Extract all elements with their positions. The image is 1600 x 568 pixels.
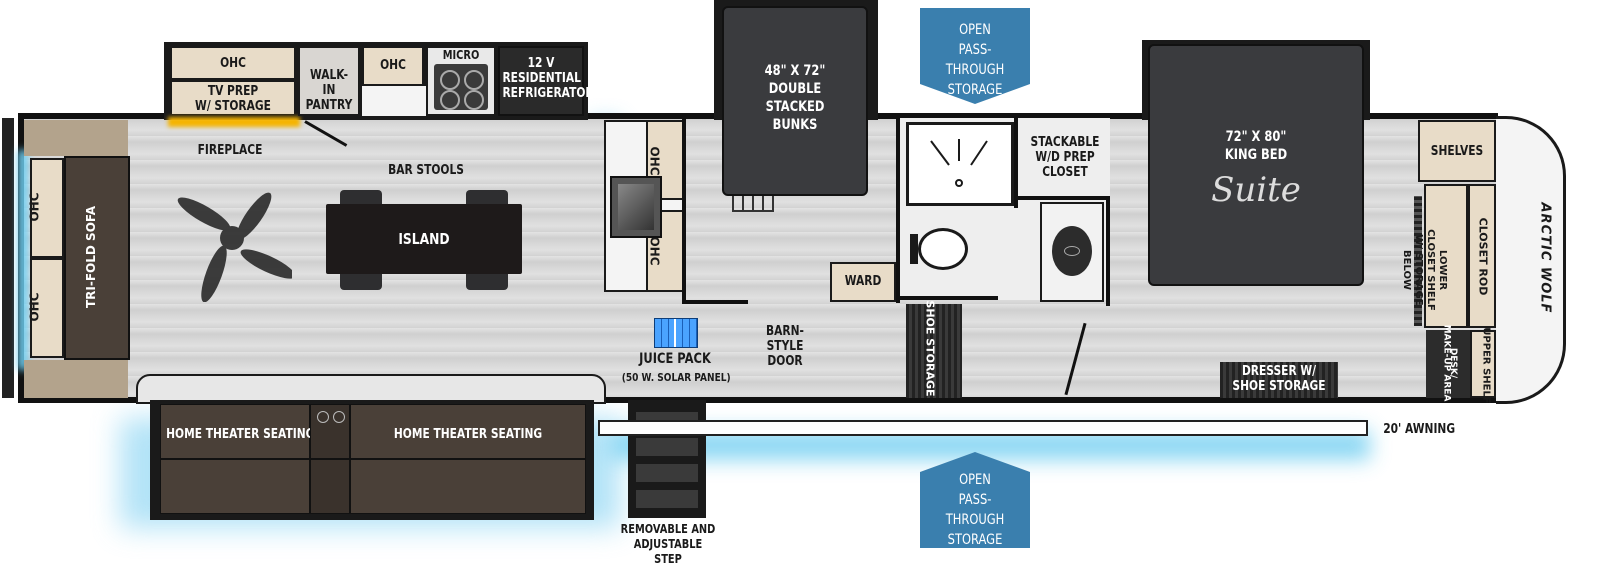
bunk-wall-bottom	[682, 300, 748, 304]
rear-bumper	[2, 118, 14, 398]
island-label: ISLAND	[398, 230, 450, 248]
ohc-label: OHC	[27, 192, 42, 222]
micro-label: MICRO	[442, 48, 480, 62]
front-cap	[1496, 116, 1566, 404]
open-storage-top-sign	[920, 8, 1030, 104]
rear-endcap-bottom	[24, 360, 128, 398]
kitchen-sink-icon	[610, 176, 662, 238]
bar-stool	[466, 274, 508, 290]
micro-cooktop: MICRO	[426, 46, 496, 116]
ohc-label: OHC	[27, 292, 42, 322]
king-bed: 72" x 80" KING BED Suite	[1148, 44, 1364, 286]
ohc-label: OHC	[220, 56, 246, 71]
vanity-wall	[1106, 196, 1110, 306]
wall-top-left	[20, 113, 168, 119]
tri-fold-sofa-label: TRI-FOLD SOFA	[84, 205, 99, 309]
ohc-tv-top: OHC	[170, 46, 296, 80]
solar-panel-label: (50 W. SOLAR PANEL)	[621, 371, 731, 384]
entry-step	[628, 400, 706, 518]
fireplace-glow	[168, 117, 300, 127]
closet-rod: CLOSET ROD	[1468, 184, 1496, 328]
step-label: REMOVABLE AND ADJUSTABLE STEP	[620, 522, 716, 566]
shower	[906, 122, 1014, 206]
fireplace-label: FIREPLACE	[197, 143, 263, 158]
ohc-kitchen: OHC	[362, 46, 424, 86]
bath-wall-right	[1014, 118, 1018, 208]
wall-bottom	[20, 397, 1498, 403]
ohc-label: OHC	[380, 58, 406, 73]
stackable-label: STACKABLE W/D PREP CLOSET	[1030, 135, 1100, 180]
king-bed-label: 72" x 80" KING BED	[1224, 129, 1288, 163]
brand-logo: ARCTIC WOLF	[1537, 202, 1553, 314]
wall-top-right	[1368, 113, 1498, 119]
bath-wall-bottom	[900, 296, 998, 300]
closet-rod-label: CLOSET ROD	[1476, 217, 1490, 296]
dresser-label: DRESSER W/ SHOE STORAGE	[1232, 364, 1326, 394]
open-storage-top-label: OPEN PASS-THROUGH STORAGE	[945, 22, 1005, 98]
counter	[362, 86, 426, 116]
home-theater-2-label: HOME THEATER SEATING	[393, 427, 543, 442]
rear-endcap-top	[24, 120, 128, 156]
refrigerator-label: 12 V RESIDENTIAL REFRIGERATOR	[502, 56, 594, 101]
ohc-rear-top: OHC	[27, 158, 64, 258]
barn-door-label: BARN-STYLE DOOR	[766, 324, 804, 369]
ohc-label: OHC	[647, 236, 662, 266]
bar-stool	[466, 190, 508, 206]
shelves-label: SHELVES	[1430, 144, 1484, 159]
island: ISLAND	[326, 204, 522, 274]
tv-prep-label: TV PREP W/ STORAGE	[195, 84, 271, 114]
open-storage-bottom-sign	[920, 452, 1030, 548]
walk-in-pantry: WALK-IN PANTRY	[298, 46, 360, 116]
bath-sink-icon	[1052, 226, 1092, 276]
tri-fold-sofa: TRI-FOLD SOFA	[64, 156, 130, 360]
wardrobe: WARD	[830, 262, 896, 302]
bunks: 48" x 72" DOUBLE STACKED BUNKS	[722, 6, 868, 196]
upper-shelf-label: UPPER SHELF	[1480, 327, 1492, 404]
bar-stools-label: BAR STOOLS	[388, 163, 464, 178]
stove-icon	[434, 64, 488, 110]
shelves: SHELVES	[1418, 120, 1496, 182]
solar-panel-icon	[654, 318, 698, 348]
bunk-ladder	[732, 196, 774, 212]
shoe-storage-label: SHOE STORAGE	[923, 300, 937, 397]
dresser: DRESSER W/ SHOE STORAGE	[1220, 362, 1338, 398]
shoe-storage: SHOE STORAGE	[906, 300, 962, 398]
desk-label: DESK/	[1448, 347, 1459, 379]
bar-stool	[340, 274, 382, 290]
shower-drain-icon	[930, 139, 988, 187]
bunk-wall-right	[896, 118, 900, 303]
upper-shelf: UPPER SHELF	[1470, 327, 1496, 404]
suite-logo: Suite	[1211, 170, 1301, 210]
ohc-label: OHC	[647, 146, 662, 176]
seat-divider	[160, 458, 586, 460]
bunks-label: 48" x 72" DOUBLE STACKED BUNKS	[764, 63, 826, 133]
awning-label: 20' AWNING	[1383, 422, 1456, 437]
open-storage-bottom-label: OPEN PASS-THROUGH STORAGE	[945, 472, 1005, 548]
wall-top-mid	[876, 113, 1144, 119]
home-theater-1-label: HOME THEATER SEATING	[166, 427, 315, 442]
walk-in-pantry-label: WALK-IN PANTRY	[305, 68, 353, 113]
ward-label: WARD	[844, 274, 882, 289]
bar-stool	[340, 190, 382, 206]
awning	[598, 420, 1368, 436]
closet-wall	[1018, 196, 1110, 200]
closet-rod-bar	[1414, 196, 1422, 326]
tv-prep-cabinet: TV PREP W/ STORAGE	[170, 80, 296, 116]
ohc-rear-bottom: OHC	[27, 258, 64, 358]
lower-closet-label: LOWER CLOSET SHELF W/ STORAGE BELOW	[1401, 229, 1448, 311]
juice-pack-label: JUICE PACK	[639, 351, 711, 367]
toilet-icon	[910, 222, 970, 276]
lower-closet-shelf: LOWER CLOSET SHELF W/ STORAGE BELOW	[1401, 184, 1468, 328]
wall-top-kitchen	[586, 113, 716, 119]
bunk-wall-left	[682, 118, 686, 303]
refrigerator: 12 V RESIDENTIAL REFRIGERATOR	[498, 46, 594, 116]
rear-glow	[18, 150, 28, 370]
ceiling-fan-icon	[177, 192, 292, 302]
makeup-area: MAKE-UP AREA DESK/	[1426, 325, 1470, 401]
vanity	[1040, 202, 1104, 302]
